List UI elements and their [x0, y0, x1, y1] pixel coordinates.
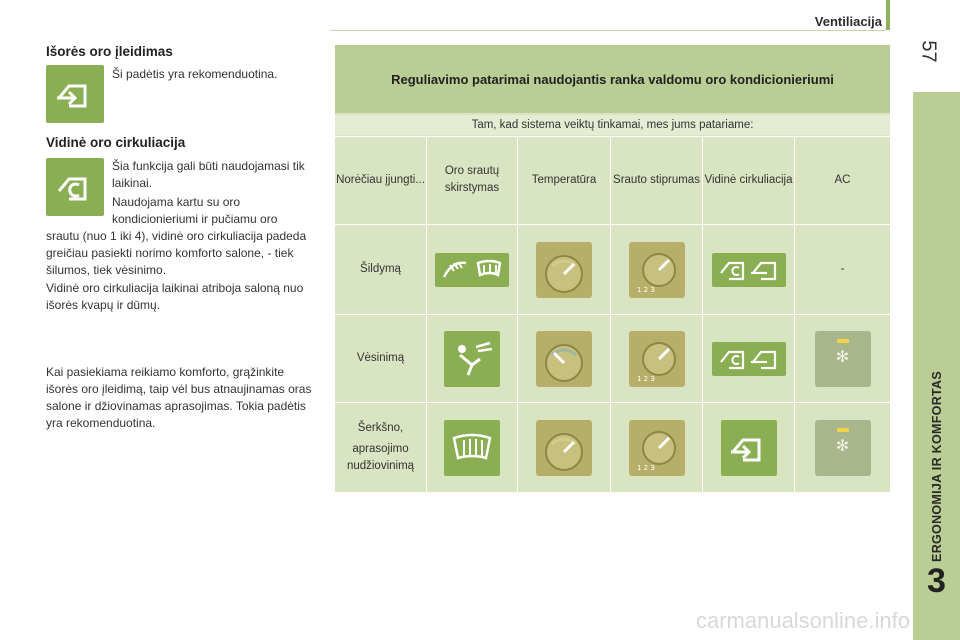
- svg-text:1 2 3: 1 2 3: [637, 286, 655, 294]
- recirculation-text-2a: Naudojama kartu su oro kondicionieriumi …: [112, 195, 278, 226]
- table-title: Reguliavimo patarimai naudojantis ranka …: [391, 71, 834, 87]
- defrost-distribution-cell: [427, 403, 517, 492]
- svg-text:1 2 3: 1 2 3: [637, 464, 655, 472]
- page-section-title: Ventiliacija: [814, 14, 882, 29]
- grid-line: [335, 224, 890, 225]
- restore-air-text: Kai pasiekiama reikiamo komforto, grąžin…: [46, 365, 312, 430]
- recirculation-icon: [46, 158, 104, 216]
- table-subtitle: Tam, kad sistema veiktų tinkamai, mes ju…: [335, 115, 890, 135]
- cooling-distribution-cell: [427, 315, 517, 402]
- row-label-cooling: Vėsinimą: [356, 352, 405, 364]
- flow-knob-icon: 1 2 3: [628, 419, 685, 476]
- col-header-ac: AC: [834, 173, 851, 186]
- grid-line: [517, 136, 518, 492]
- svg-text:1 2 3: 1 2 3: [637, 375, 655, 383]
- page-number: 57: [917, 40, 940, 63]
- temperature-knob-icon: [536, 241, 592, 298]
- col-header-want: Norėčiau įjungti...: [336, 173, 425, 186]
- outside-air-text: Ši padėtis yra rekomenduotina.: [112, 67, 278, 81]
- recirculation-text-3: Vidinė oro cirkuliacija laikinai atriboj…: [46, 281, 304, 312]
- defrost-recirculation-cell: [703, 403, 794, 492]
- defrost-temperature-cell: [518, 403, 610, 492]
- face-vent-icon: [444, 330, 500, 387]
- ac-button-icon: ✻: [814, 419, 871, 476]
- outside-air-icon: [46, 65, 104, 123]
- temperature-knob-icon: [536, 330, 592, 387]
- outside-air-heading: Išorės oro įleidimas: [46, 44, 173, 59]
- header-divider: [330, 30, 886, 31]
- col-header-temperature: Temperatūra: [531, 173, 597, 186]
- windscreen-defrost-icon: [444, 419, 500, 476]
- heating-temperature-cell: [518, 225, 610, 314]
- row-label-defrost: Šerkšno, aprasojimo nudžiovinimą: [335, 403, 426, 492]
- ac-button-icon: ✻: [814, 330, 871, 387]
- col-header-distribution: Oro srautų skirstymas: [444, 165, 500, 194]
- row-label-heating: Šildymą: [360, 263, 401, 275]
- chapter-number: 3: [927, 562, 946, 600]
- row-label-defrost-line3: nudžiovinimą: [346, 460, 415, 472]
- row-label-defrost-line1: Šerkšno,: [357, 422, 404, 434]
- col-header-flow: Srauto stiprumas: [613, 173, 700, 186]
- chapter-side-label: ERGONOMIJA IR KOMFORTAS: [929, 371, 944, 562]
- defrost-flow-cell: 1 2 3: [611, 403, 702, 492]
- flow-knob-icon: 1 2 3: [628, 330, 685, 387]
- defrost-ac-cell: ✻: [795, 403, 890, 492]
- table-title-bar: Reguliavimo patarimai naudojantis ranka …: [335, 45, 890, 113]
- grid-line: [335, 314, 890, 315]
- ac-advice-table: Reguliavimo patarimai naudojantis ranka …: [335, 45, 890, 492]
- heating-ac-cell: -: [840, 263, 845, 275]
- grid-line: [335, 402, 890, 403]
- watermark: carmanualsonline.info: [695, 608, 910, 633]
- row-label-defrost-line2: aprasojimo: [352, 443, 409, 455]
- outside-air-icon: [720, 419, 777, 476]
- heating-distribution-cell: [427, 225, 517, 314]
- recirculation-heading: Vidinė oro cirkuliacija: [46, 135, 186, 150]
- chapter-side-tab: [913, 92, 960, 640]
- header-accent-bar: [886, 0, 890, 30]
- recirculation-text-1: Šia funkcija gali būti naudojamasi tik l…: [112, 159, 305, 190]
- grid-line: [335, 136, 890, 137]
- recirculation-text-2b: srautu (nuo 1 iki 4), vidinė oro cirkuli…: [46, 229, 307, 277]
- air-intake-icon: [711, 252, 786, 287]
- flow-knob-icon: 1 2 3: [628, 241, 685, 298]
- grid-line: [702, 136, 703, 492]
- cooling-recirculation-cell: [703, 315, 794, 402]
- windscreen-feet-icon: [435, 252, 509, 287]
- cooling-flow-cell: 1 2 3: [611, 315, 702, 402]
- temperature-knob-icon: [536, 419, 592, 476]
- grid-line: [426, 136, 427, 492]
- heating-recirculation-cell: [703, 225, 794, 314]
- heating-flow-cell: 1 2 3: [611, 225, 702, 314]
- grid-line: [610, 136, 611, 492]
- col-header-recirculation: Vidinė cirkuliacija: [704, 173, 793, 186]
- air-intake-icon: [711, 341, 786, 376]
- cooling-temperature-cell: [518, 315, 610, 402]
- grid-line: [794, 136, 795, 492]
- cooling-ac-cell: ✻: [795, 315, 890, 402]
